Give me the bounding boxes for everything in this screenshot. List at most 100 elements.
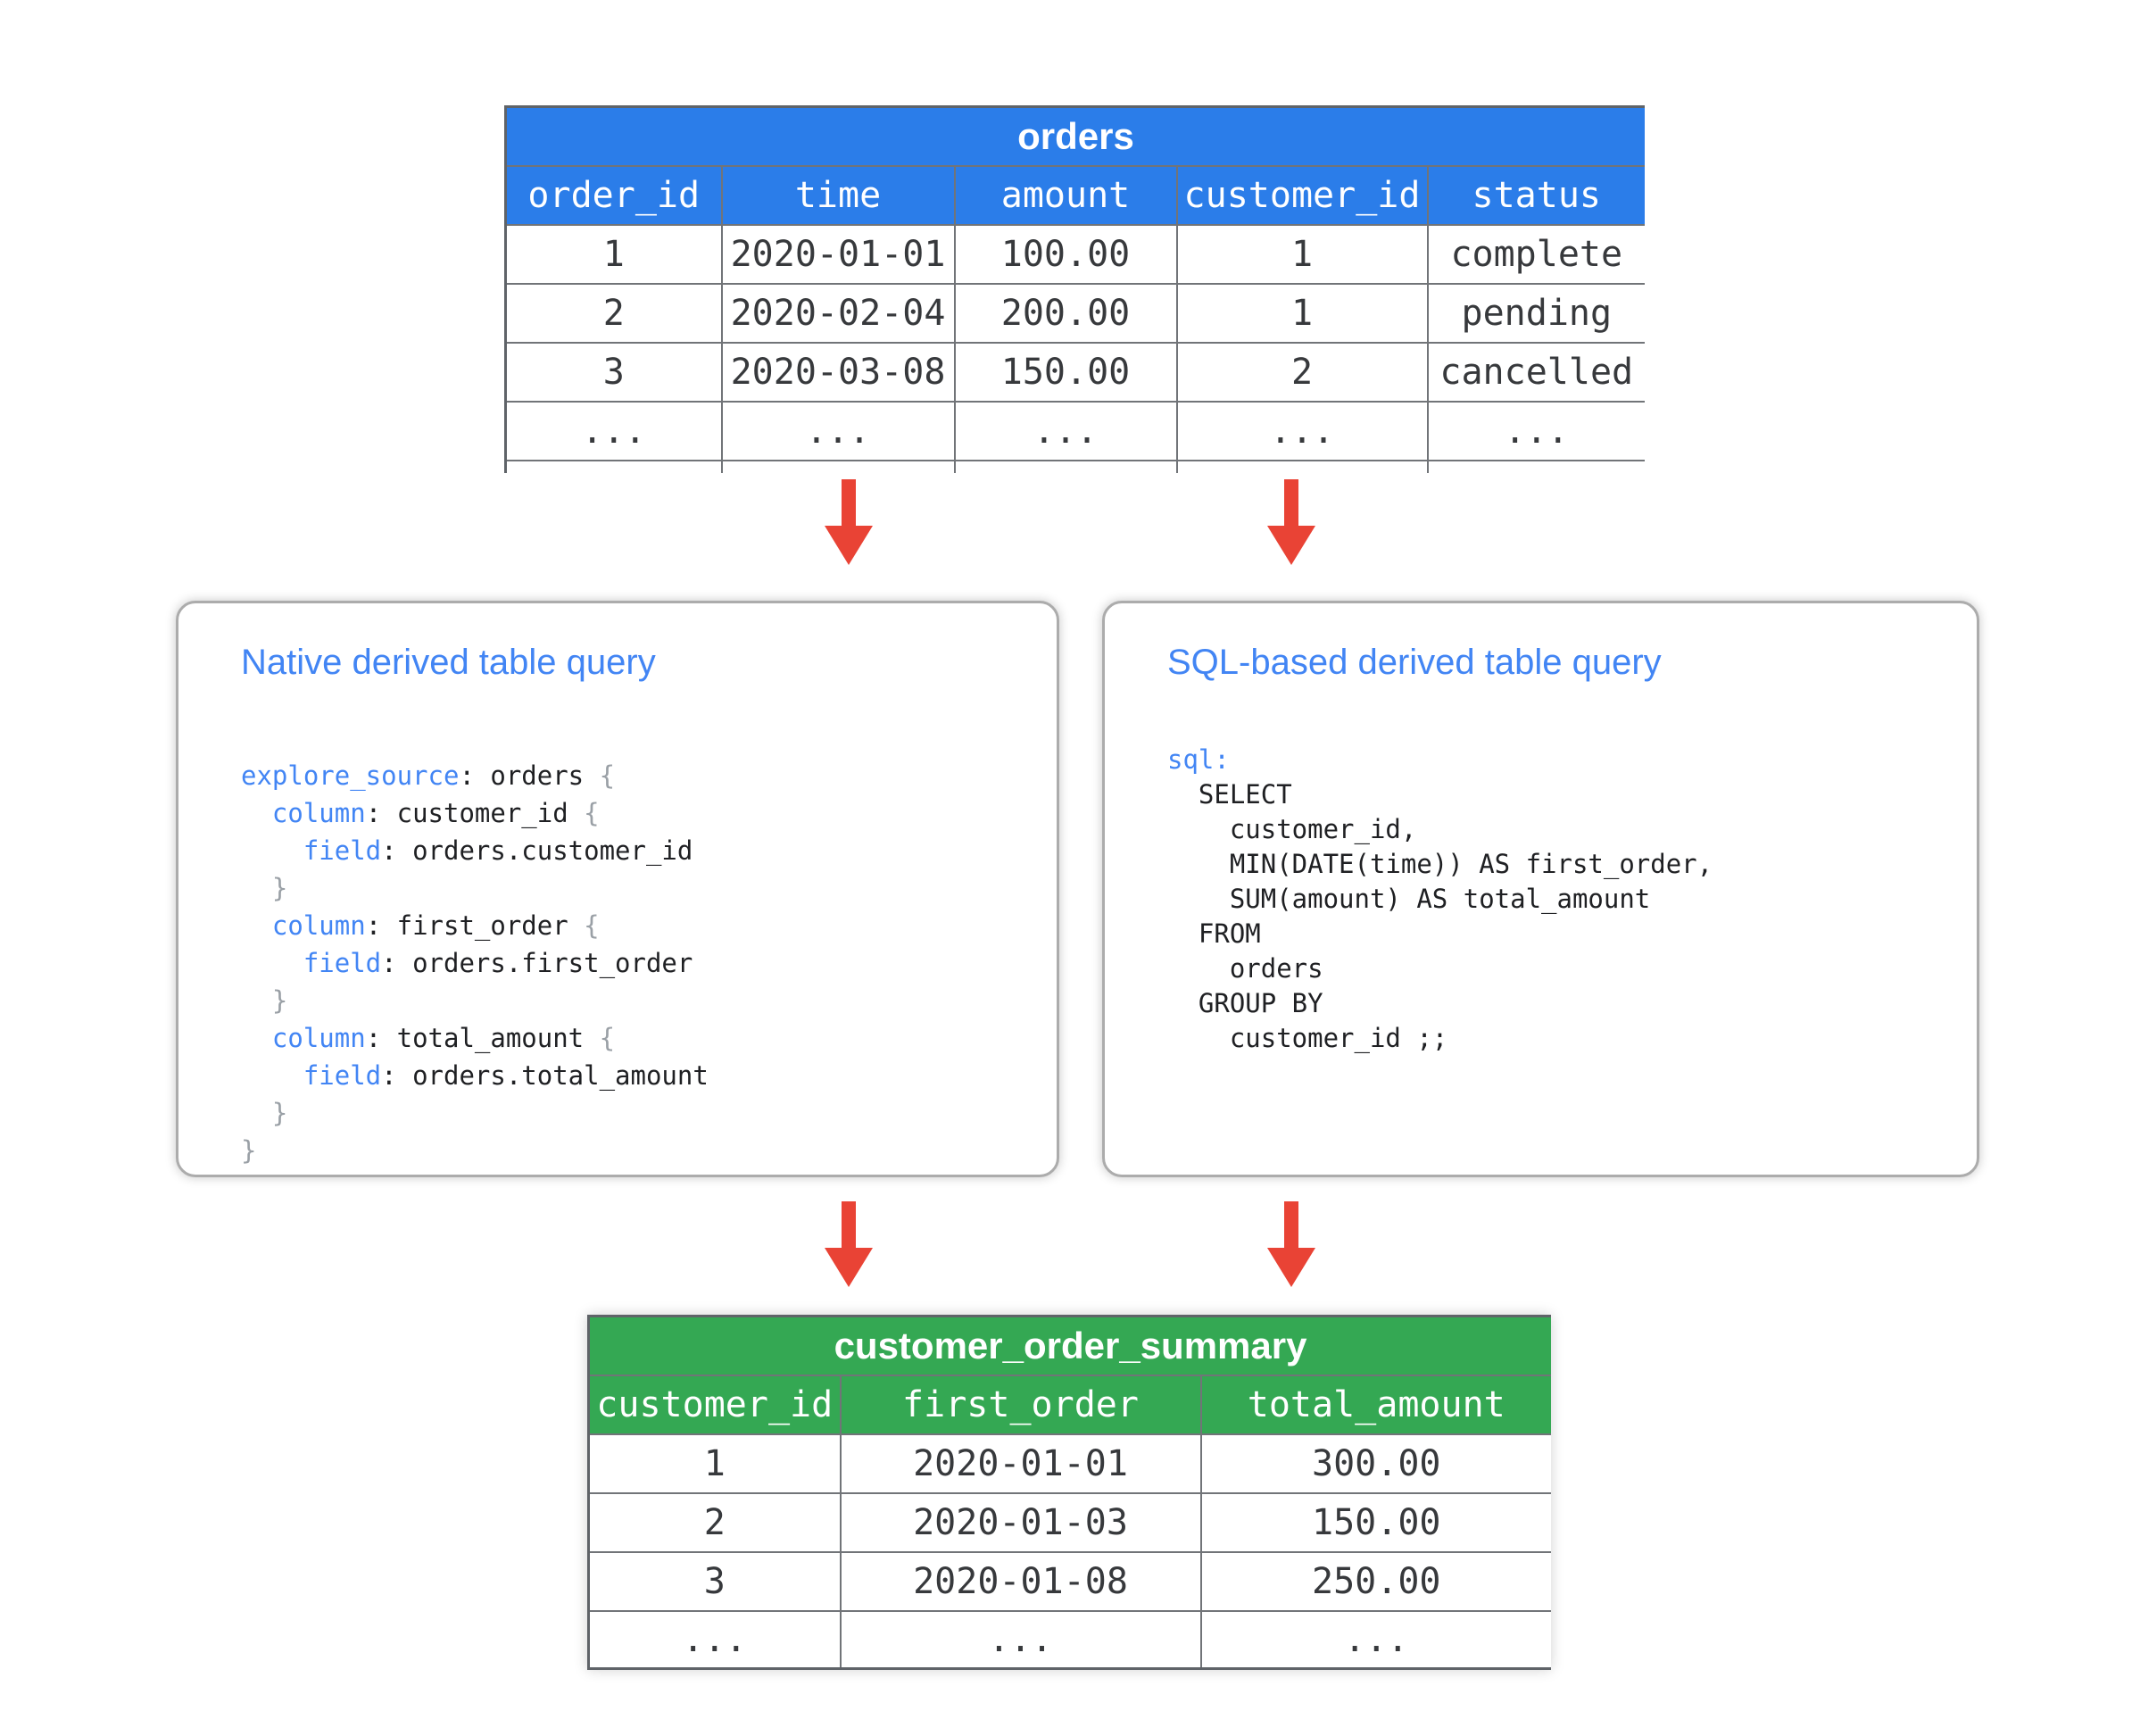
orders-table-cell (1175, 460, 1429, 473)
code-line: explore_source: orders { (241, 757, 709, 794)
arrow-head (825, 1248, 873, 1287)
orders-table-cell: 2 (504, 283, 723, 344)
orders-table-cell (504, 460, 723, 473)
native-code-block: explore_source: orders { column: custome… (241, 757, 709, 1169)
orders-column-header: order_id (504, 165, 723, 226)
code-segment: : first_order (365, 910, 585, 941)
customer-order-summary-table-row: ......... (587, 1610, 1551, 1670)
orders-table-cell: 2 (1175, 342, 1429, 403)
orders-table-cell (953, 460, 1178, 473)
orders-table-cell: ... (720, 401, 956, 461)
code-segment: : orders.total_amount (381, 1060, 709, 1091)
down-arrow-native-to-summary (825, 1201, 873, 1287)
code-segment: MIN(DATE(time)) AS first_order, (1167, 849, 1713, 879)
code-line: } (241, 982, 709, 1019)
code-segment: { (599, 760, 616, 791)
customer-order-summary-table-cell: 250.00 (1199, 1551, 1551, 1612)
sql-derived-query-box: SQL-based derived table query sql: SELEC… (1102, 601, 1979, 1177)
orders-table-cell: cancelled (1426, 342, 1645, 403)
code-segment: orders (1167, 953, 1323, 984)
code-line: customer_id ;; (1167, 1021, 1713, 1056)
customer-order-summary-column-header: customer_id (587, 1375, 842, 1435)
orders-table-cell: 2020-02-04 (720, 283, 956, 344)
code-segment: customer_id ;; (1167, 1023, 1448, 1053)
customer-order-summary-column-header: total_amount (1199, 1375, 1551, 1435)
orders-table-cell: 1 (1175, 224, 1429, 285)
code-segment: : customer_id (365, 798, 585, 828)
customer-order-summary-table-cell: ... (587, 1610, 842, 1670)
customer-order-summary-table-cell: 150.00 (1199, 1492, 1551, 1553)
customer-order-summary-table-cell: 2020-01-01 (839, 1433, 1202, 1494)
down-arrow-sql-to-summary (1267, 1201, 1315, 1287)
code-segment: { (584, 798, 600, 828)
orders-table-cell: 200.00 (953, 283, 1178, 344)
orders-table-cell: ... (504, 401, 723, 461)
customer-order-summary-table-title: customer_order_summary (587, 1315, 1551, 1376)
code-segment (241, 985, 272, 1016)
code-segment: column (271, 798, 366, 828)
orders-table-cell: ... (953, 401, 1178, 461)
code-segment: SUM(amount) AS total_amount (1167, 884, 1651, 914)
code-segment (241, 798, 272, 828)
orders-table-cell: 1 (504, 224, 723, 285)
orders-table-cell (1426, 460, 1645, 473)
orders-table-cell: 3 (504, 342, 723, 403)
orders-table-cell: ... (1426, 401, 1645, 461)
code-line: } (241, 1132, 709, 1169)
orders-table-cell: 100.00 (953, 224, 1178, 285)
code-segment: } (241, 1135, 257, 1166)
sql-code-block: sql: SELECT customer_id, MIN(DATE(time))… (1167, 743, 1713, 1056)
code-line: } (241, 1094, 709, 1132)
code-line: field: orders.total_amount (241, 1057, 709, 1094)
orders-table-cell: 150.00 (953, 342, 1178, 403)
customer-order-summary-table-cell: 300.00 (1199, 1433, 1551, 1494)
arrow-shaft (1284, 1201, 1298, 1250)
customer-order-summary-table-cell: 2 (587, 1492, 842, 1553)
code-segment (241, 1060, 303, 1091)
code-segment: } (271, 873, 288, 903)
code-segment (241, 948, 303, 978)
code-segment: customer_id, (1167, 814, 1417, 844)
code-line: MIN(DATE(time)) AS first_order, (1167, 847, 1713, 882)
orders-table-row: ............... (504, 401, 1645, 461)
orders-column-header: amount (953, 165, 1178, 226)
orders-table-title: orders (504, 105, 1645, 167)
arrow-shaft (1284, 479, 1298, 527)
code-line: column: first_order { (241, 907, 709, 944)
code-line: field: orders.customer_id (241, 832, 709, 869)
orders-column-header: status (1426, 165, 1645, 226)
orders-column-header: customer_id (1175, 165, 1429, 226)
code-segment: : orders.customer_id (381, 835, 693, 866)
code-segment: GROUP BY (1167, 988, 1323, 1018)
code-segment: field (303, 948, 382, 978)
code-segment: : total_amount (365, 1023, 600, 1053)
arrow-shaft (842, 479, 856, 527)
down-arrow-orders-to-native (825, 479, 873, 565)
orders-table-cell: pending (1426, 283, 1645, 344)
code-line: orders (1167, 951, 1713, 986)
code-line: customer_id, (1167, 812, 1713, 847)
code-segment (241, 1098, 272, 1128)
code-segment: FROM (1167, 918, 1261, 949)
arrow-shaft (842, 1201, 856, 1250)
code-segment: field (303, 835, 382, 866)
code-line: column: customer_id { (241, 794, 709, 832)
code-segment (241, 835, 303, 866)
code-segment: : orders.first_order (381, 948, 693, 978)
orders-column-header: time (720, 165, 956, 226)
orders-table-cell: complete (1426, 224, 1645, 285)
code-segment: { (599, 1023, 616, 1053)
customer-order-summary-table-cell: 2020-01-03 (839, 1492, 1202, 1553)
arrow-head (825, 526, 873, 565)
customer-order-summary-column-header: first_order (839, 1375, 1202, 1435)
code-segment: { (584, 910, 600, 941)
